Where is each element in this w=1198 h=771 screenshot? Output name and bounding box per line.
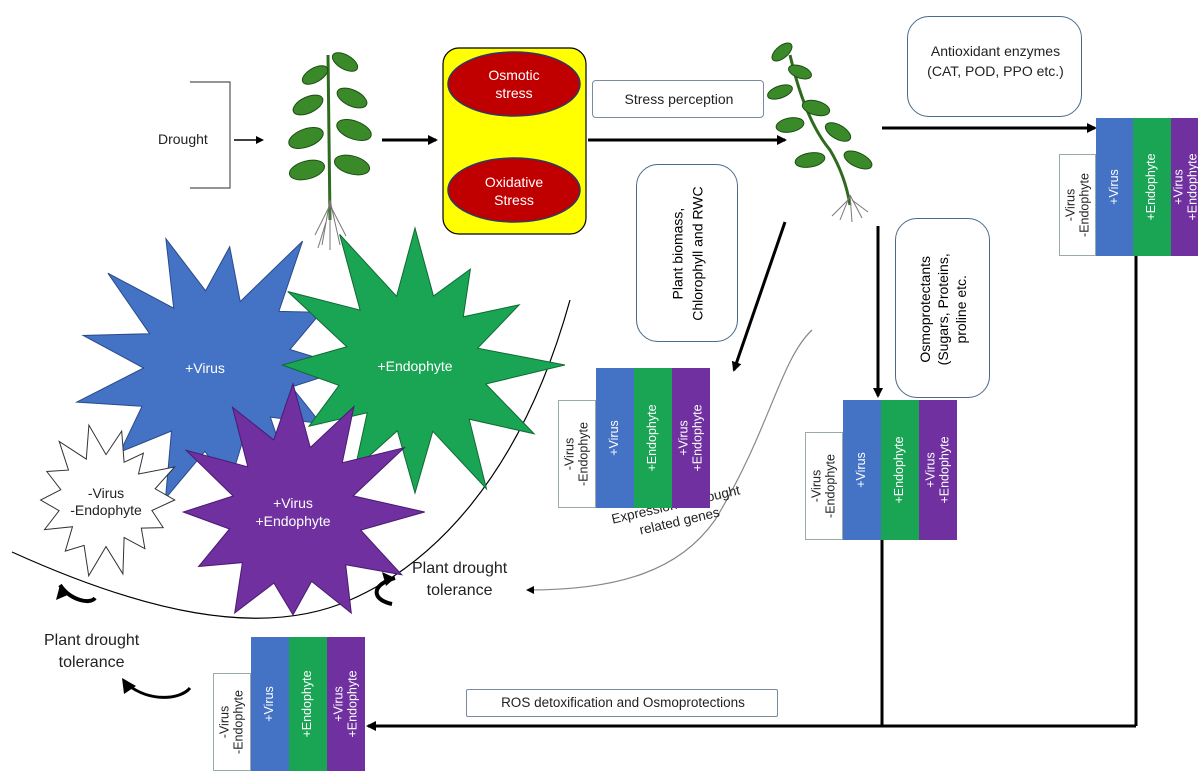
bar-control: -Virus -Endophyte (805, 432, 843, 540)
drought-label: Drought (158, 131, 208, 147)
bar-control-label: -Virus -Endophyte (1062, 173, 1091, 237)
bar-endophyte: +Endophyte (1133, 118, 1171, 256)
bar-group-biomass: -Virus -Endophyte +Virus +Endophyte +Virus … (558, 368, 710, 508)
stress-perception-box: Stress perception (592, 80, 764, 118)
gene-expression-curve (526, 329, 813, 594)
bar-virus: +Virus (596, 368, 634, 508)
antioxidant-enzymes-box: Antioxidant enzymes (CAT, POD, PPO etc.) (907, 16, 1082, 117)
bar-control-label: -Virus -Endophyte (562, 422, 590, 486)
bar-virus-endophyte: +Virus +Endophyte (672, 368, 710, 508)
star-both (181, 382, 425, 616)
bar-virus-endophyte-label: +Virus +Endophyte (676, 404, 704, 472)
bar-control: -Virus -Endophyte (558, 400, 596, 508)
star-neg-label: -Virus -Endophyte (70, 485, 142, 518)
bar-control: -Virus -Endophyte (213, 673, 251, 771)
osmotic-stress-label: Osmotic stress (488, 67, 540, 102)
bar-virus-endophyte: +Virus +Endophyte (919, 400, 957, 540)
bar-control-label: -Virus -Endophyte (217, 690, 245, 754)
bar-virus-label: +Virus (854, 452, 869, 488)
star-endophyte-label: +Endophyte (377, 358, 453, 374)
oxidative-stress-ellipse (447, 157, 581, 223)
plant-icon-1 (288, 52, 372, 250)
plant-drought-tolerance-left: Plant drought tolerance (44, 632, 140, 671)
star-endophyte (280, 226, 566, 495)
star-both-label: +Virus +Endophyte (255, 495, 331, 530)
bar-virus: +Virus (251, 637, 289, 771)
bar-virus-endophyte: +Virus +Endophyte (327, 637, 365, 771)
bar-virus-label: +Virus (1106, 169, 1121, 205)
bar-endophyte-label: +Endophyte (300, 670, 315, 738)
arrow-to-biomass-bars (731, 221, 787, 372)
bar-virus-endophyte: +Virus +Endophyte (1171, 118, 1198, 256)
bar-virus-endophyte-label: +Virus +Endophyte (331, 670, 359, 738)
ros-detox-label: ROS detoxification and Osmoprotections (501, 695, 745, 710)
osmoprotectants-label: Osmoprotectants (Sugars, Proteins, proli… (917, 252, 970, 366)
plant-icon-2 (767, 42, 873, 223)
bar-control-label: -Virus -Endophyte (809, 454, 837, 518)
bar-virus: +Virus (1096, 118, 1133, 256)
bar-group-bottom: -Virus -Endophyte +Virus +Endophyte +Virus … (213, 637, 365, 771)
star-virus-label: +Virus (185, 360, 225, 376)
bar-endophyte: +Endophyte (289, 637, 327, 771)
bar-virus-endophyte-label: +Virus +Endophyte (923, 436, 951, 504)
antioxidant-enzymes-label: Antioxidant enzymes (CAT, POD, PPO etc.) (927, 43, 1064, 80)
bar-virus: +Virus (843, 400, 881, 540)
plant-biomass-label: Plant biomass, Chlorophyll and RWC (669, 186, 706, 322)
tolerance-curved-arrow-bottom (127, 683, 192, 699)
osmotic-stress-ellipse (447, 51, 581, 117)
plant-drought-tolerance-right: Plant drought tolerance (412, 560, 508, 599)
bar-endophyte-label: +Endophyte (892, 436, 907, 504)
bar-endophyte-label: +Endophyte (1144, 153, 1159, 221)
ros-detox-box: ROS detoxification and Osmoprotections (466, 689, 778, 717)
star-neg (39, 423, 176, 578)
bar-endophyte: +Endophyte (881, 400, 919, 540)
bar-group-osmo: -Virus -Endophyte +Virus +Endophyte +Virus … (805, 400, 957, 540)
osmoprotectants-box: Osmoprotectants (Sugars, Proteins, proli… (895, 218, 990, 398)
bar-virus-label: +Virus (262, 686, 277, 722)
plant-biomass-box: Plant biomass, Chlorophyll and RWC (636, 164, 738, 342)
bar-virus-endophyte-label: +Virus +Endophyte (1171, 153, 1198, 221)
stress-perception-label: Stress perception (624, 91, 734, 107)
bar-group-antioxidant: -Virus -Endophyte +Virus +Endophyte +Virus … (1059, 118, 1198, 256)
oxidative-stress-label: Oxidative Stress (484, 174, 544, 209)
bar-virus-label: +Virus (607, 420, 622, 456)
bar-endophyte: +Endophyte (634, 368, 672, 508)
drought-bracket (190, 81, 231, 189)
bar-control: -Virus -Endophyte (1059, 154, 1096, 256)
bar-endophyte-label: +Endophyte (645, 404, 660, 472)
treatment-stars (39, 226, 566, 616)
